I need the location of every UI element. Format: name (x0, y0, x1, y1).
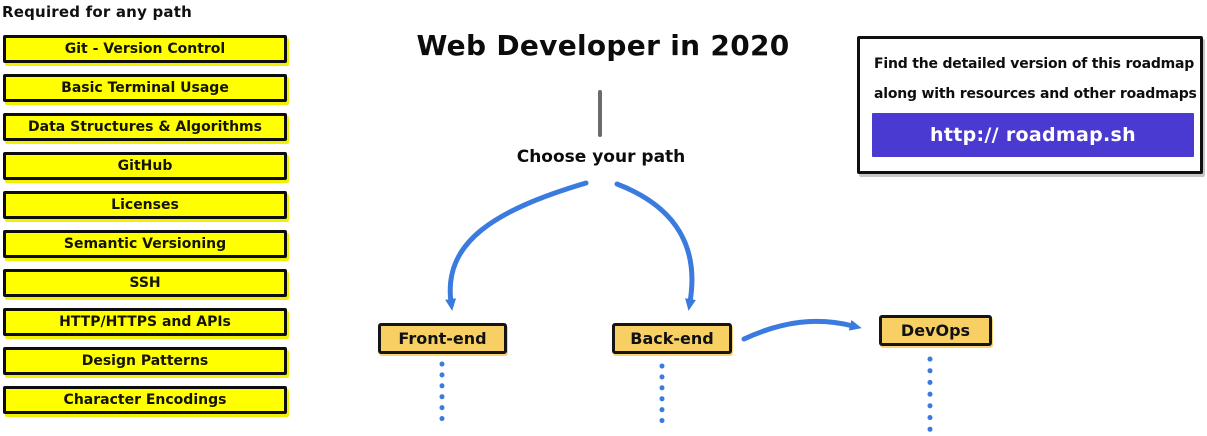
choose-path-label: Choose your path (516, 147, 686, 167)
topic-design-patterns[interactable]: Design Patterns (3, 347, 287, 375)
required-section-header: Required for any path (2, 3, 192, 21)
topic-semver[interactable]: Semantic Versioning (3, 230, 287, 258)
roadmap-info-box: Find the detailed version of this roadma… (857, 36, 1203, 174)
info-text-line2: along with resources and other roadmaps (874, 86, 1197, 102)
roadmap-url-button[interactable]: http:// roadmap.sh (872, 113, 1194, 157)
topic-encodings[interactable]: Character Encodings (3, 386, 287, 414)
path-node-backend[interactable]: Back-end (612, 323, 732, 354)
path-node-frontend[interactable]: Front-end (378, 323, 507, 354)
topic-ssh[interactable]: SSH (3, 269, 287, 297)
topic-licenses[interactable]: Licenses (3, 191, 287, 219)
arrow-to-backend (614, 181, 696, 311)
info-text: Find the detailed version of this roadma… (874, 49, 1197, 109)
topic-dsa[interactable]: Data Structures & Algorithms (3, 113, 287, 141)
arrow-to-frontend (445, 180, 589, 311)
topic-github[interactable]: GitHub (3, 152, 287, 180)
page-title: Web Developer in 2020 (416, 29, 790, 62)
title-stem-line (598, 90, 602, 137)
required-topics-list: Git - Version Control Basic Terminal Usa… (3, 35, 287, 414)
info-text-line1: Find the detailed version of this roadma… (874, 56, 1195, 72)
topic-http[interactable]: HTTP/HTTPS and APIs (3, 308, 287, 336)
topic-git[interactable]: Git - Version Control (3, 35, 287, 63)
path-node-devops[interactable]: DevOps (879, 315, 992, 346)
arrow-backend-to-devops (741, 318, 862, 342)
topic-terminal[interactable]: Basic Terminal Usage (3, 74, 287, 102)
